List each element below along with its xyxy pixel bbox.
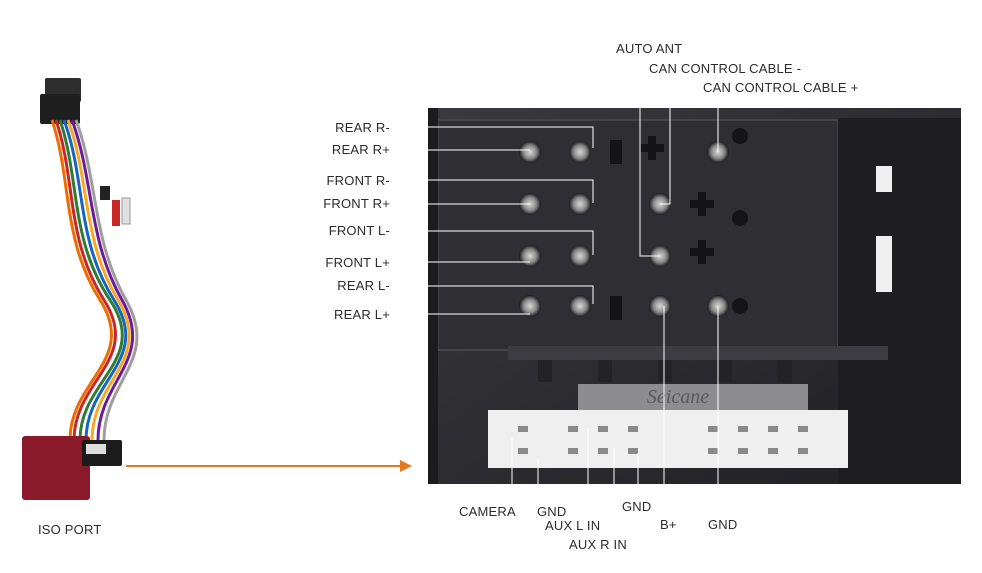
- label-camera: CAMERA: [459, 504, 516, 519]
- brand-text: Seicane: [647, 386, 709, 408]
- label-b-plus: B+: [660, 517, 677, 532]
- label-aux-l-in: AUX L IN: [545, 518, 601, 533]
- label-can-cable-plus: CAN CONTROL CABLE +: [703, 80, 859, 95]
- iso-port-label: ISO PORT: [38, 522, 102, 537]
- label-front-l-minus: FRONT L-: [328, 223, 390, 238]
- label-front-r-plus: FRONT R+: [323, 196, 390, 211]
- label-front-l-plus: FRONT L+: [325, 255, 390, 270]
- pointer-arrow: [126, 460, 412, 472]
- label-aux-r-in: AUX R IN: [569, 537, 627, 552]
- iso-module: [22, 436, 90, 500]
- label-gnd-1: GND: [537, 504, 567, 519]
- iso-harness-illustration: [22, 78, 139, 500]
- label-gnd-2: GND: [622, 499, 652, 514]
- label-rear-l-minus: REAR L-: [337, 278, 390, 293]
- label-rear-r-minus: REAR R-: [335, 120, 390, 135]
- label-front-r-minus: FRONT R-: [326, 173, 390, 188]
- label-gnd-3: GND: [708, 517, 738, 532]
- label-auto-ant: AUTO ANT: [616, 41, 683, 56]
- label-can-cable-minus: CAN CONTROL CABLE -: [649, 61, 802, 76]
- label-rear-l-plus: REAR L+: [334, 307, 390, 322]
- label-rear-r-plus: REAR R+: [331, 142, 390, 157]
- connector-photo: Seicane: [428, 108, 961, 484]
